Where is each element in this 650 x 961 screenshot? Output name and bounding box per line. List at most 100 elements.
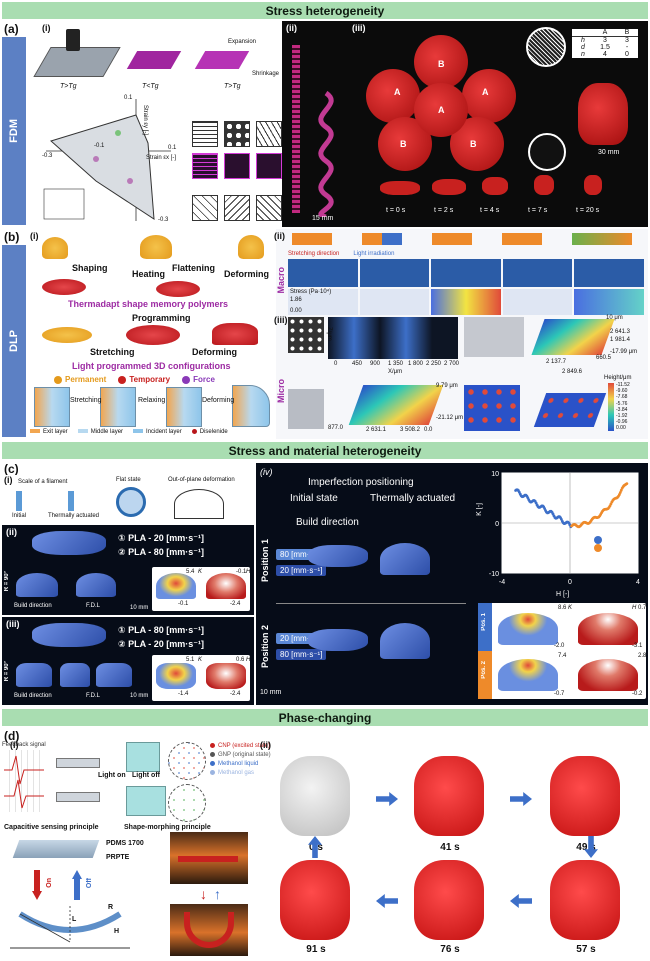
- disk-iii: [32, 623, 106, 647]
- panel-a-ii-iii: (ii) 15 mm (iii) B A A B B A: [282, 21, 648, 227]
- macro-legend: Stretching direction Light irradiation: [288, 251, 395, 257]
- micro-dots: [288, 317, 324, 353]
- x-tick-label: 4: [636, 579, 640, 586]
- zoom-circle-bottom: [528, 133, 566, 171]
- iii-h-map: [206, 663, 246, 689]
- layer-legend: Exit layer Middle layer Incident layer D…: [30, 429, 228, 435]
- iii-k-map: [156, 663, 196, 689]
- arrow-left-icon: [510, 894, 532, 908]
- layer-cube-3: [166, 387, 202, 427]
- pos2-cone: [380, 623, 430, 659]
- point-pos2: [625, 482, 629, 486]
- height-colorbar: [608, 383, 614, 431]
- lattice-triangles: [256, 121, 282, 147]
- banner-phase: Phase-changing: [2, 709, 648, 726]
- micro-profile: [328, 317, 458, 359]
- panel-a: (a) FDM (i) T>Tg T<Tg T>Tg Expansion Shr…: [2, 21, 648, 227]
- shape-red-2: [156, 281, 200, 297]
- shape-red-flat: [126, 325, 180, 345]
- lattice-circles: [224, 121, 250, 147]
- macro-row-sim: [288, 289, 644, 315]
- arrow-down-icon: ↓: [200, 886, 207, 902]
- panel-b-label: (b): [4, 230, 20, 244]
- dome-ii-2: [76, 573, 116, 597]
- side-dlp: DLP: [2, 245, 26, 437]
- lattice-printed-2: [224, 153, 250, 179]
- particles-2: [168, 784, 206, 822]
- shape-red-1: [42, 279, 86, 295]
- flower-t2: [432, 179, 466, 195]
- panel-b-ii: (ii) Stretching direction Light irradiat…: [274, 229, 648, 439]
- panel-c-i: (i) Scale of a filament Initial Thermall…: [2, 475, 254, 523]
- printer-bed: [33, 47, 121, 77]
- pos1-disk: [308, 545, 368, 567]
- banner-material: Stress and material heterogeneity: [2, 442, 648, 459]
- panel-c-ii: (ii) ① PLA - 20 [mm·s⁻¹] ② PLA - 80 [mm·…: [2, 525, 254, 615]
- lattice-diamond-3: [256, 195, 282, 221]
- arrow-up-blue: [72, 870, 82, 900]
- pdms-slab: [12, 840, 100, 858]
- legend-b: Permanent Temporary Force: [54, 375, 215, 384]
- panel-b: (b) DLP (i) Shaping Heating Flattening D…: [2, 229, 648, 439]
- hand-76s: [414, 860, 484, 940]
- pos-maps: Pos. 1 Pos. 2 8.6 0.7 -2.0 -3.1 7.4 2.8 …: [478, 603, 646, 699]
- particles-1: [168, 742, 206, 780]
- lattice-printed-3: [256, 153, 282, 179]
- panel-d: (d) (i) Feedback signal Light on Light o…: [2, 728, 648, 959]
- micro-surface-3: [533, 393, 607, 427]
- x-tick-label: -4: [499, 579, 505, 586]
- layer-cube-4: [232, 385, 270, 427]
- flower-t0: [380, 181, 420, 195]
- hand-41s: [414, 756, 484, 836]
- side-fdm: FDM: [2, 37, 26, 225]
- y-tick-label: -10: [489, 571, 499, 578]
- micro-surface-2: [348, 385, 444, 425]
- lattice-diamond-2: [224, 195, 250, 221]
- arrow-right-icon: [510, 792, 532, 806]
- micro-sem-2: [288, 389, 324, 429]
- lattice-diamond-1: [192, 195, 218, 221]
- x-tick-label: 0: [568, 579, 572, 586]
- micro-map: [464, 385, 520, 431]
- strain-polygon: [43, 99, 171, 221]
- point-pos2: [618, 491, 622, 494]
- micro-surface-1: [531, 319, 615, 355]
- print-strip: [126, 51, 182, 69]
- bending-geometry: [10, 906, 130, 949]
- arrow-left-icon: [376, 894, 398, 908]
- flower-t20: [584, 175, 602, 195]
- arrow-right-icon: [376, 792, 398, 806]
- flower-t7: [534, 175, 554, 195]
- arrow-down-red: [32, 870, 42, 900]
- y-tick-label: 10: [491, 471, 499, 478]
- disk-ii: [32, 531, 106, 555]
- height-ticks: -11.52 -9.60 -7.68 -5.76 -3.84 -1.92 -0.…: [616, 382, 630, 432]
- hand-49s: [550, 756, 620, 836]
- flower-t4: [482, 177, 508, 195]
- zoom-circle-top: [526, 27, 566, 67]
- ii-k-map: [156, 573, 196, 599]
- print-strip-expanded: [194, 51, 250, 69]
- saddle-iii-3: [96, 663, 132, 687]
- kh-legend: Position 1 2: [594, 529, 619, 552]
- lattice-printed-1: [192, 153, 218, 179]
- ii-h-map: [206, 573, 246, 599]
- panel-a-i: (i) T>Tg T<Tg T>Tg Expansion Shrinkage S…: [28, 21, 282, 227]
- lattice-lines: [192, 121, 218, 147]
- shape-yellow-flat: [42, 327, 92, 343]
- pos2-disk: [308, 629, 368, 651]
- shape-yellow-3: [238, 235, 264, 259]
- flower-pattern: B A A B B A: [366, 35, 516, 175]
- panel-b-i: (i) Shaping Heating Flattening Deforming…: [28, 229, 274, 439]
- feedback-signal: [4, 750, 44, 812]
- hand-57s: [550, 860, 620, 940]
- panel-c-iv: (iv) Imperfection positioning Initial st…: [256, 463, 648, 705]
- helix-coil: [318, 91, 334, 217]
- dome-ii-1: [16, 573, 58, 597]
- panel-c-label: (c): [4, 462, 19, 476]
- saddle-iii-2: [60, 663, 90, 687]
- shape-yellow-2: [140, 235, 172, 259]
- micro-sem-1: [464, 317, 524, 357]
